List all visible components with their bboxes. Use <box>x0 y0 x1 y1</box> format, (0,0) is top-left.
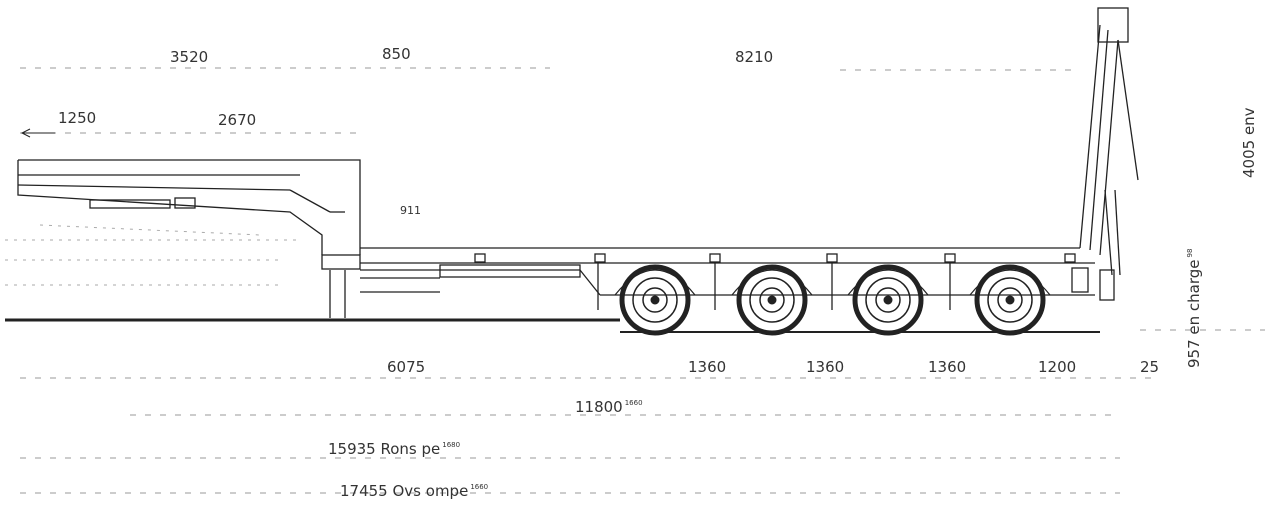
deck-frame <box>360 247 1095 296</box>
dim-axle-2: 1360 <box>806 358 845 376</box>
tractor-ghost <box>5 224 300 286</box>
gooseneck <box>17 159 361 318</box>
dim-height-empty: 4005 env <box>1240 107 1258 178</box>
dim-wheelbase-value: 11800 <box>575 398 623 416</box>
dim-loaded-height-sup: 98 <box>1186 248 1194 258</box>
wheel-2 <box>736 264 808 336</box>
wheel-4 <box>974 264 1046 336</box>
dim-deck-height: 911 <box>400 204 421 217</box>
fenders <box>614 269 1051 296</box>
dim-top-2: 850 <box>382 45 411 63</box>
dim-axle-1: 1360 <box>688 358 727 376</box>
dim-loaded-height: 957 en charge98 <box>1185 249 1203 368</box>
dim-front-length: 6075 <box>387 358 426 376</box>
dimension-lines <box>20 67 1265 494</box>
wheel-3 <box>852 264 924 336</box>
dim-loaded-height-value: 957 <box>1185 339 1203 368</box>
dim-upper-left-2: 2670 <box>218 111 257 129</box>
dim-upper-left-1: 1250 <box>58 109 97 127</box>
dim-axle-3: 1360 <box>928 358 967 376</box>
dim-rear-overhang: 25 <box>1140 358 1160 376</box>
dim-top-3: 8210 <box>735 48 774 66</box>
dim-length-open-label: Ovs ompe <box>392 482 469 500</box>
dim-length-closed-sup: 1680 <box>442 441 461 449</box>
dim-length-open-sup: 1660 <box>470 483 489 491</box>
dim-length-closed-label: Rons pe <box>380 440 441 458</box>
suspension <box>597 263 951 310</box>
wheel-1 <box>619 264 691 336</box>
dim-wheelbase-sup: 1660 <box>624 399 643 407</box>
dim-axle-4: 1200 <box>1038 358 1077 376</box>
dim-length-open-value: 17455 <box>340 482 388 500</box>
rear-ramp <box>1071 7 1139 301</box>
dim-top-1: 3520 <box>170 48 209 66</box>
dim-loaded-height-label: en charge <box>1185 259 1203 335</box>
dim-length-closed-value: 15935 <box>328 440 376 458</box>
